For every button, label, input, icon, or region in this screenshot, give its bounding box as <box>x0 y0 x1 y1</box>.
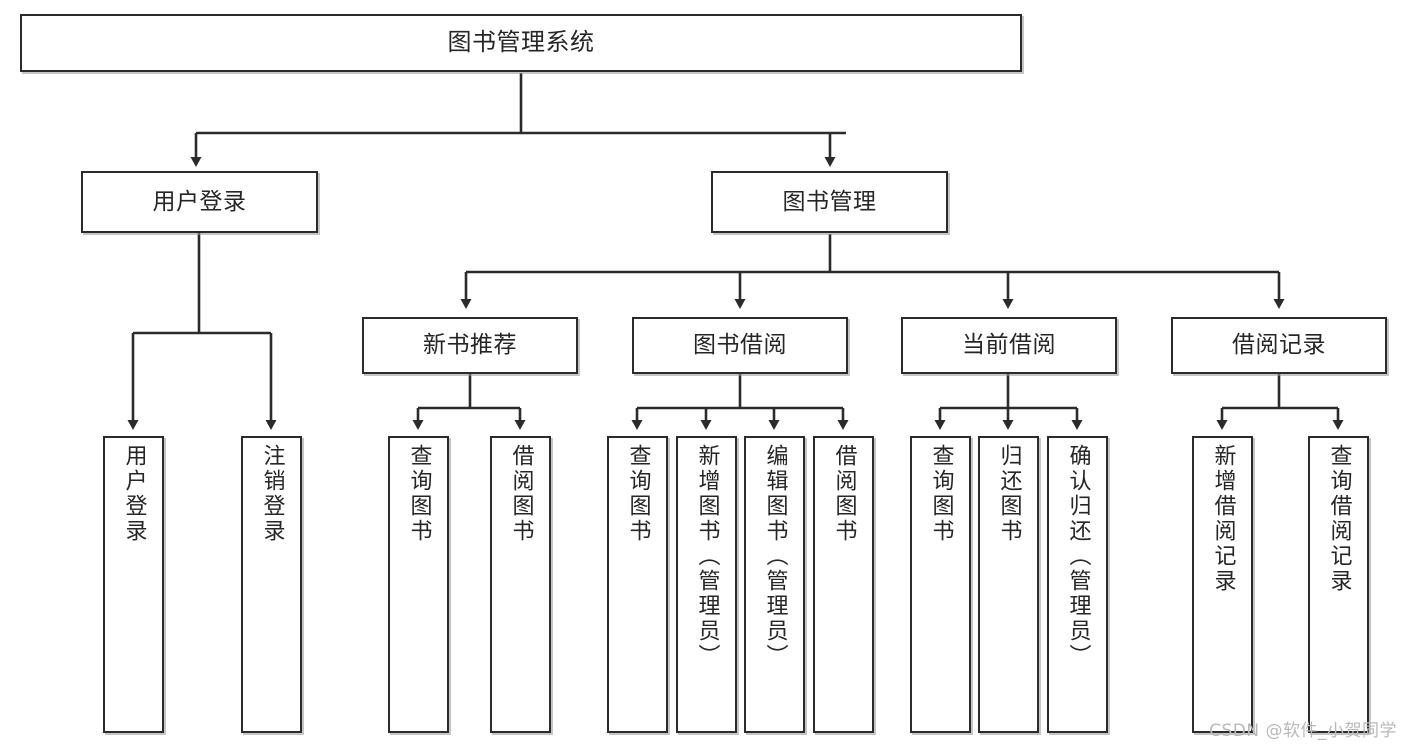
node-leaf-user-login[interactable]: 用户登录 <box>103 436 164 733</box>
node-current-borrow[interactable]: 当前借阅 <box>901 317 1117 374</box>
node-leaf-borrow-book-recommend[interactable]: 借阅图书 <box>490 436 551 733</box>
node-leaf-query-book-recommend[interactable]: 查询图书 <box>388 436 449 733</box>
node-leaf-logout[interactable]: 注销登录 <box>241 436 302 733</box>
node-label: 归还图书 <box>996 444 1022 544</box>
node-leaf-confirm-return-admin[interactable]: 确认归还（管理员） <box>1047 436 1108 733</box>
node-leaf-borrow-book[interactable]: 借阅图书 <box>813 436 874 733</box>
node-label: 借阅图书 <box>831 444 857 544</box>
node-leaf-return-book[interactable]: 归还图书 <box>978 436 1039 733</box>
node-borrow-records[interactable]: 借阅记录 <box>1171 317 1387 374</box>
node-root-system[interactable]: 图书管理系统 <box>20 14 1022 72</box>
node-leaf-query-book-current[interactable]: 查询图书 <box>910 436 971 733</box>
node-label: 图书借阅 <box>693 332 787 359</box>
node-label: 注销登录 <box>259 444 285 544</box>
node-label: 用户登录 <box>121 444 147 544</box>
node-label: 用户登录 <box>152 188 247 215</box>
node-label: 当前借阅 <box>962 332 1056 359</box>
node-leaf-add-book-admin[interactable]: 新增图书（管理员） <box>676 436 737 733</box>
node-user-login[interactable]: 用户登录 <box>81 171 318 233</box>
node-label: 查询图书 <box>625 444 651 544</box>
node-label: 借阅记录 <box>1232 332 1326 359</box>
node-label: 查询图书 <box>928 444 954 544</box>
node-leaf-query-book-borrow[interactable]: 查询图书 <box>607 436 668 733</box>
node-book-borrow[interactable]: 图书借阅 <box>632 317 848 374</box>
node-label: 新增借阅记录 <box>1210 444 1236 594</box>
node-label: 借阅图书 <box>508 444 534 544</box>
node-leaf-query-borrow-record[interactable]: 查询借阅记录 <box>1308 436 1369 733</box>
node-label: 查询借阅记录 <box>1326 444 1352 594</box>
node-leaf-edit-book-admin[interactable]: 编辑图书（管理员） <box>744 436 805 733</box>
node-label: 编辑图书（管理员） <box>762 444 788 669</box>
node-label: 图书管理系统 <box>447 28 595 57</box>
node-label: 新增图书（管理员） <box>694 444 720 669</box>
node-label: 新书推荐 <box>423 332 517 359</box>
node-leaf-add-borrow-record[interactable]: 新增借阅记录 <box>1192 436 1253 733</box>
node-new-book-recommend[interactable]: 新书推荐 <box>362 317 578 374</box>
node-book-management[interactable]: 图书管理 <box>711 171 948 233</box>
node-label: 查询图书 <box>406 444 432 544</box>
node-label: 图书管理 <box>782 188 877 215</box>
node-label: 确认归还（管理员） <box>1065 444 1091 669</box>
